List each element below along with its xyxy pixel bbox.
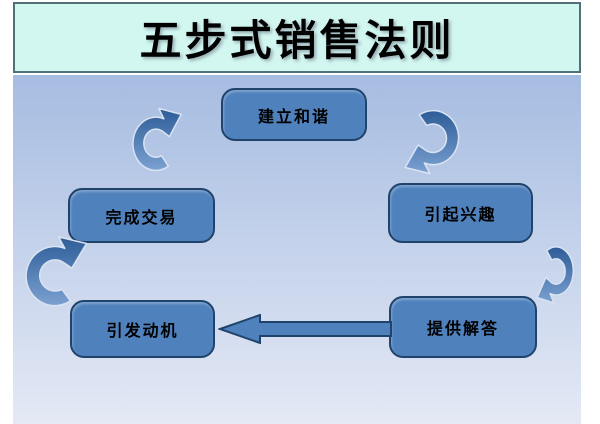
step-box-provide-answers: 提供解答 (389, 296, 537, 358)
diagram-area: 建立和谐 引起兴趣 提供解答 引发动机 完成交易 (13, 75, 581, 424)
straight-arrow-answer-to-motive-icon (218, 314, 393, 344)
curved-arrow-motive-to-finish-icon (20, 232, 90, 314)
step-label: 建立和谐 (257, 108, 330, 126)
step-box-build-rapport: 建立和谐 (221, 88, 367, 141)
step-box-arouse-interest: 引起兴趣 (388, 183, 533, 243)
curved-arrow-rapport-to-interest-icon (402, 103, 464, 178)
step-box-close-deal: 完成交易 (68, 188, 215, 243)
curved-arrow-finish-to-rapport-icon (128, 104, 184, 178)
slide-title-bar: 五步式销售法则 (13, 2, 581, 73)
step-label: 完成交易 (105, 209, 178, 227)
slide: 五步式销售法则 建立和谐 引起兴趣 提供解答 引发动机 完成交易 (13, 0, 581, 424)
step-label: 引起兴趣 (424, 207, 497, 224)
slide-title: 五步式销售法则 (139, 19, 455, 65)
curved-arrow-interest-to-answer-icon (535, 240, 577, 307)
step-label: 提供解答 (426, 321, 499, 338)
step-label: 引发动机 (106, 323, 179, 340)
step-box-trigger-motivation: 引发动机 (70, 300, 215, 358)
